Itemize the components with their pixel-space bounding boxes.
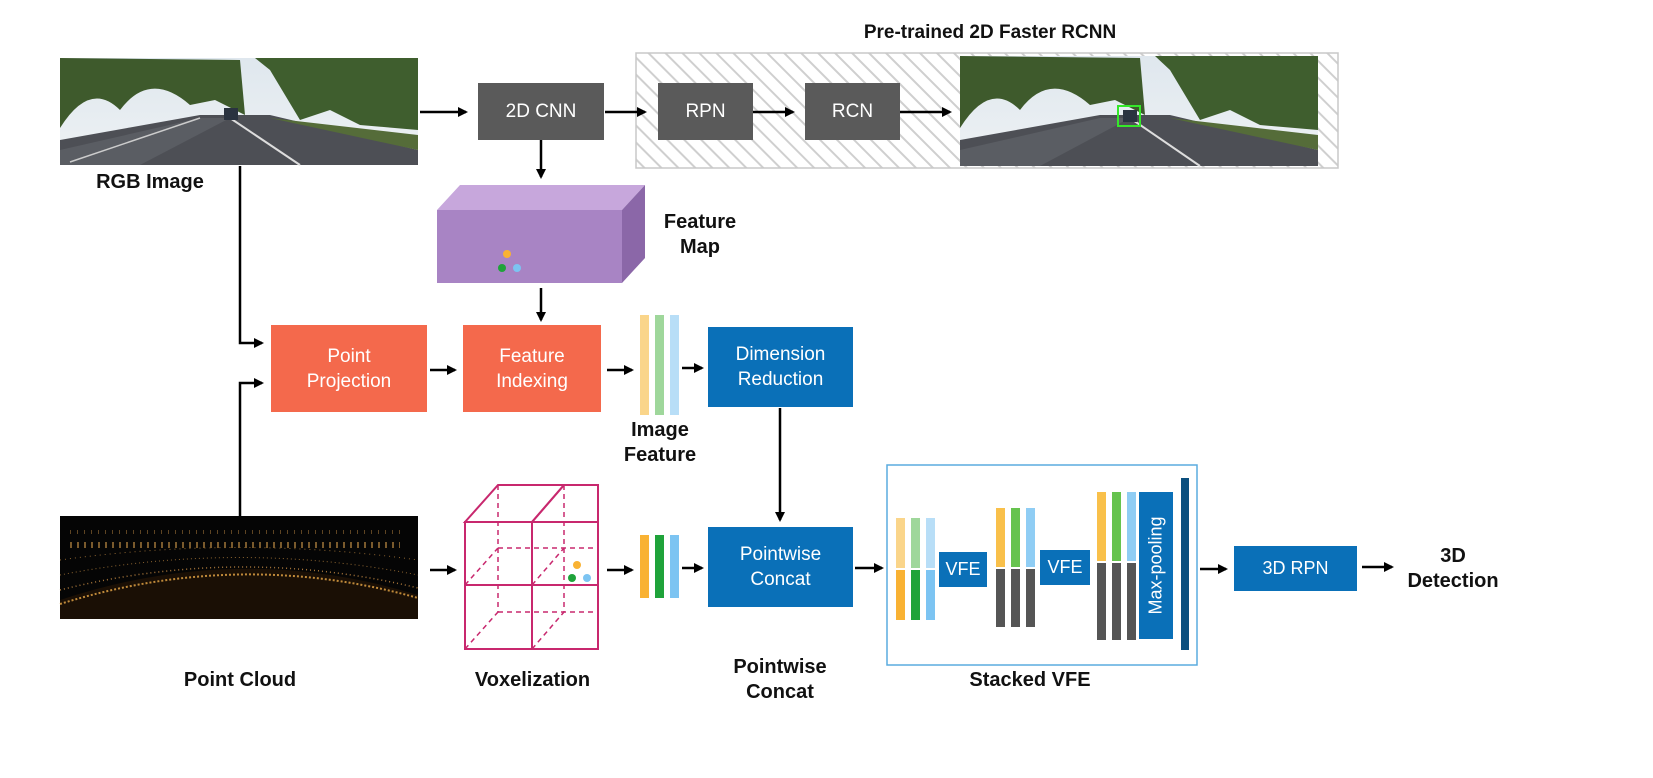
point-projection-block: Point Projection xyxy=(271,325,427,412)
image-feature-bars xyxy=(640,315,679,415)
cnn2d-block: 2D CNN xyxy=(478,83,604,140)
pointwise-concat-caption: Pointwise Concat xyxy=(733,656,827,703)
vfe-block-2: VFE xyxy=(1040,550,1090,585)
voxelization-label: Voxelization xyxy=(474,669,591,691)
vfe-hidden-bars-1 xyxy=(996,508,1035,627)
point-cloud-label: Point Cloud xyxy=(183,669,297,691)
image-feature-label: Image Feature xyxy=(623,419,697,466)
vfe-hidden-bars-2 xyxy=(1097,492,1136,640)
point-cloud-image xyxy=(59,516,419,619)
rgb-image-label: RGB Image xyxy=(96,171,204,193)
rpn3d-block: 3D RPN xyxy=(1234,546,1357,591)
faster-rcnn-title: Pre-trained 2D Faster RCNN xyxy=(863,22,1117,43)
detection-label: 3D Detection xyxy=(1407,545,1499,592)
voxel-grid xyxy=(462,484,599,650)
stacked-vfe-frame xyxy=(886,464,1198,666)
flow-arrows xyxy=(238,107,1394,575)
max-pooling-label: Max-pooling xyxy=(1145,516,1166,615)
rpn-block: RPN xyxy=(658,83,753,140)
rgb-image-photo xyxy=(60,58,418,166)
maxpool-output-bar xyxy=(1181,478,1189,650)
vfe-input-bars xyxy=(896,518,935,620)
max-pooling-block: Max-pooling xyxy=(1139,492,1173,639)
pointwise-concat-block: Pointwise Concat xyxy=(708,527,853,607)
dimension-reduction-block: Dimension Reduction xyxy=(708,327,853,407)
detection-bounding-box xyxy=(1117,105,1141,127)
voxel-feature-bars xyxy=(640,535,679,598)
vfe-block-1: VFE xyxy=(939,552,987,587)
rcn-block: RCN xyxy=(805,83,900,140)
feature-indexing-block: Feature Indexing xyxy=(463,325,601,412)
feature-map-cube xyxy=(437,185,645,283)
stacked-vfe-label: Stacked VFE xyxy=(969,669,1091,691)
feature-map-label: Feature Map xyxy=(663,211,737,258)
detection-output-photo xyxy=(960,56,1318,167)
